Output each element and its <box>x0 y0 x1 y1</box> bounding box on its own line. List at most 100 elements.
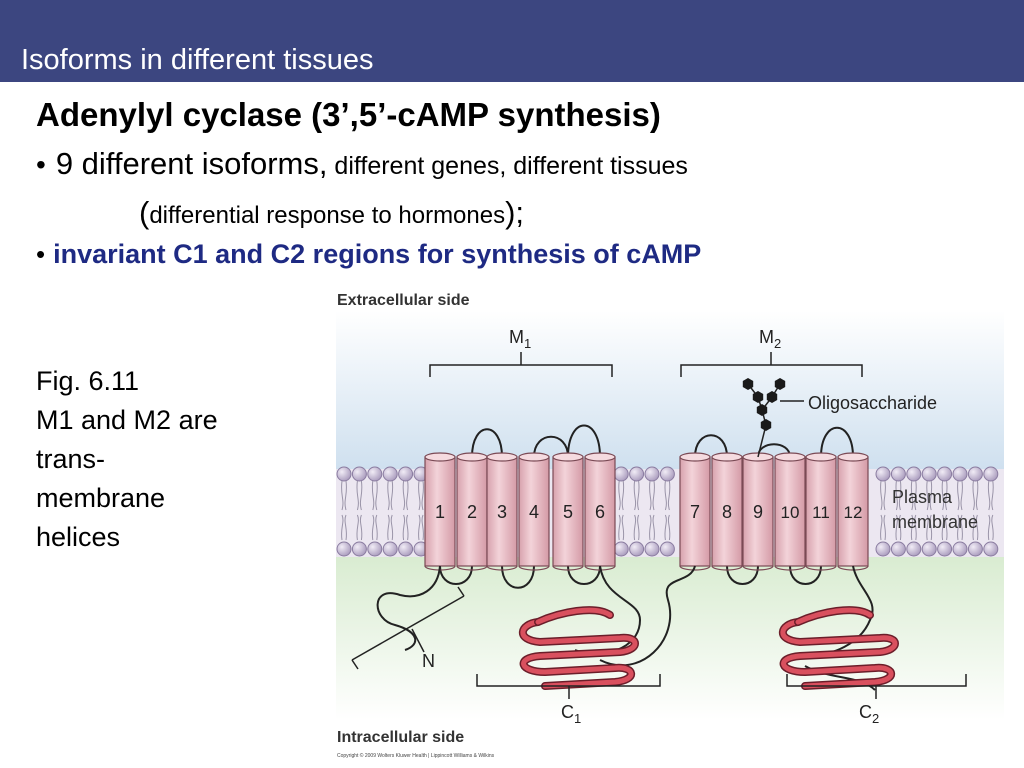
lipid-head <box>382 541 398 557</box>
lipid-head <box>967 466 983 482</box>
helix-label: 3 <box>497 502 507 522</box>
sugar-hexagon <box>756 404 768 416</box>
lipid-head <box>937 466 953 482</box>
c1-to-helix7-chain <box>599 565 696 667</box>
n-terminus-bracket <box>351 595 465 661</box>
lipid-head <box>659 541 675 557</box>
lipid-head <box>382 466 398 482</box>
sugar-hexagon <box>774 378 786 390</box>
paren-close: ); <box>505 195 525 230</box>
helix-label: 10 <box>781 503 800 522</box>
sugar-hexagon <box>766 391 778 403</box>
extracellular-region <box>336 311 1004 469</box>
lipid-head <box>659 466 675 482</box>
helix-label: 1 <box>435 502 445 522</box>
helix-label: 11 <box>812 503 830 522</box>
helix-5: 5 <box>552 452 584 571</box>
m2-label: M2 <box>759 327 781 351</box>
bullet-isoforms-hormones: differential response to hormones <box>149 202 506 229</box>
lipid-head <box>644 466 660 482</box>
helix-label: 9 <box>753 502 763 522</box>
lipid-head <box>351 541 367 557</box>
sugar-hexagon <box>752 391 764 403</box>
helix-6: 6 <box>584 452 616 571</box>
paren-open: ( <box>139 195 150 230</box>
caption-line: membrane <box>36 483 166 513</box>
lipid-head <box>875 541 891 557</box>
lipid-head <box>890 466 906 482</box>
lipid-head <box>398 466 414 482</box>
m1-label: M1 <box>509 327 531 351</box>
oligosaccharide-hexagon-icon <box>742 378 786 431</box>
helix-label: 12 <box>844 503 863 522</box>
lipid-head <box>351 466 367 482</box>
caption-line: Fig. 6.11 <box>36 366 140 396</box>
oligosaccharide-label: Oligosaccharide <box>808 393 937 413</box>
lipid-head <box>906 541 922 557</box>
bullet-marker: • <box>36 239 46 269</box>
intracellular-side-label: Intracellular side <box>337 729 464 746</box>
title-bar <box>0 0 1024 82</box>
bullet-invariant: •invariant C1 and C2 regions for synthes… <box>36 239 701 270</box>
caption-line: trans- <box>36 444 106 474</box>
helix-1: 1 <box>424 452 456 571</box>
caption-line: M1 and M2 are <box>36 405 218 435</box>
lipid-head <box>921 466 937 482</box>
c2-catalytic-domain <box>778 606 899 690</box>
c2-label: C2 <box>859 702 879 726</box>
lipid-head <box>967 541 983 557</box>
bullet-isoforms-main: 9 different isoforms, <box>55 146 328 181</box>
slide-heading: Adenylyl cyclase (3’,5’-cAMP synthesis) <box>36 96 661 133</box>
helix-label: 2 <box>467 502 477 522</box>
helix-7: 7 <box>679 452 711 571</box>
sugar-hexagon <box>760 419 772 431</box>
lipid-head <box>398 541 414 557</box>
c1-catalytic-domain <box>518 606 639 690</box>
lipid-head <box>937 541 953 557</box>
plasma-membrane-label-line2: membrane <box>892 512 978 532</box>
m-brackets <box>429 352 863 377</box>
slide-title: Isoforms in different tissues <box>21 44 374 76</box>
copyright-notice: Copyright © 2009 Wolters Kluwer Health |… <box>337 752 495 759</box>
helix-12: 12 <box>837 452 869 571</box>
lipid-head <box>983 541 999 557</box>
lipid-head <box>952 466 968 482</box>
bullet-isoforms-continuation: (differential response to hormones); <box>139 195 524 231</box>
lipid-head <box>613 541 629 557</box>
sugar-hexagon <box>742 378 754 390</box>
lipid-head <box>890 541 906 557</box>
helix-10: 10 <box>774 452 806 571</box>
caption-line: helices <box>36 522 121 552</box>
bullet-isoforms: • 9 different isoforms, different genes, … <box>36 146 688 182</box>
intracellular-loops <box>439 565 822 589</box>
lipid-head <box>906 466 922 482</box>
lipid-tails <box>341 480 994 541</box>
bullet-invariant-text: invariant C1 and C2 regions for synthesi… <box>53 239 702 269</box>
helix-2: 2 <box>456 452 488 571</box>
helix-9: 9 <box>742 452 774 571</box>
lipid-heads-inner-leaflet <box>336 541 999 557</box>
c-brackets <box>476 674 967 699</box>
helix-label: 4 <box>529 502 539 522</box>
lipid-head <box>367 466 383 482</box>
extracellular-side-label: Extracellular side <box>337 292 470 309</box>
helix-label: 5 <box>563 502 573 522</box>
n-terminus-chain <box>376 565 441 651</box>
lipid-head <box>875 466 891 482</box>
bullet-marker: • <box>36 149 46 180</box>
n-terminus-label: N <box>422 651 435 671</box>
lipid-head <box>367 541 383 557</box>
lipid-head <box>952 541 968 557</box>
lipid-head <box>921 541 937 557</box>
bullet-isoforms-rest: different genes, different tissues <box>327 152 688 180</box>
c1-label: C1 <box>561 702 581 726</box>
lipid-head <box>336 466 352 482</box>
helix-3: 3 <box>486 452 518 571</box>
helix-label: 7 <box>690 502 700 522</box>
helix-label: 8 <box>722 502 732 522</box>
lipid-head <box>613 466 629 482</box>
lipid-head <box>336 541 352 557</box>
lipid-head <box>629 466 645 482</box>
